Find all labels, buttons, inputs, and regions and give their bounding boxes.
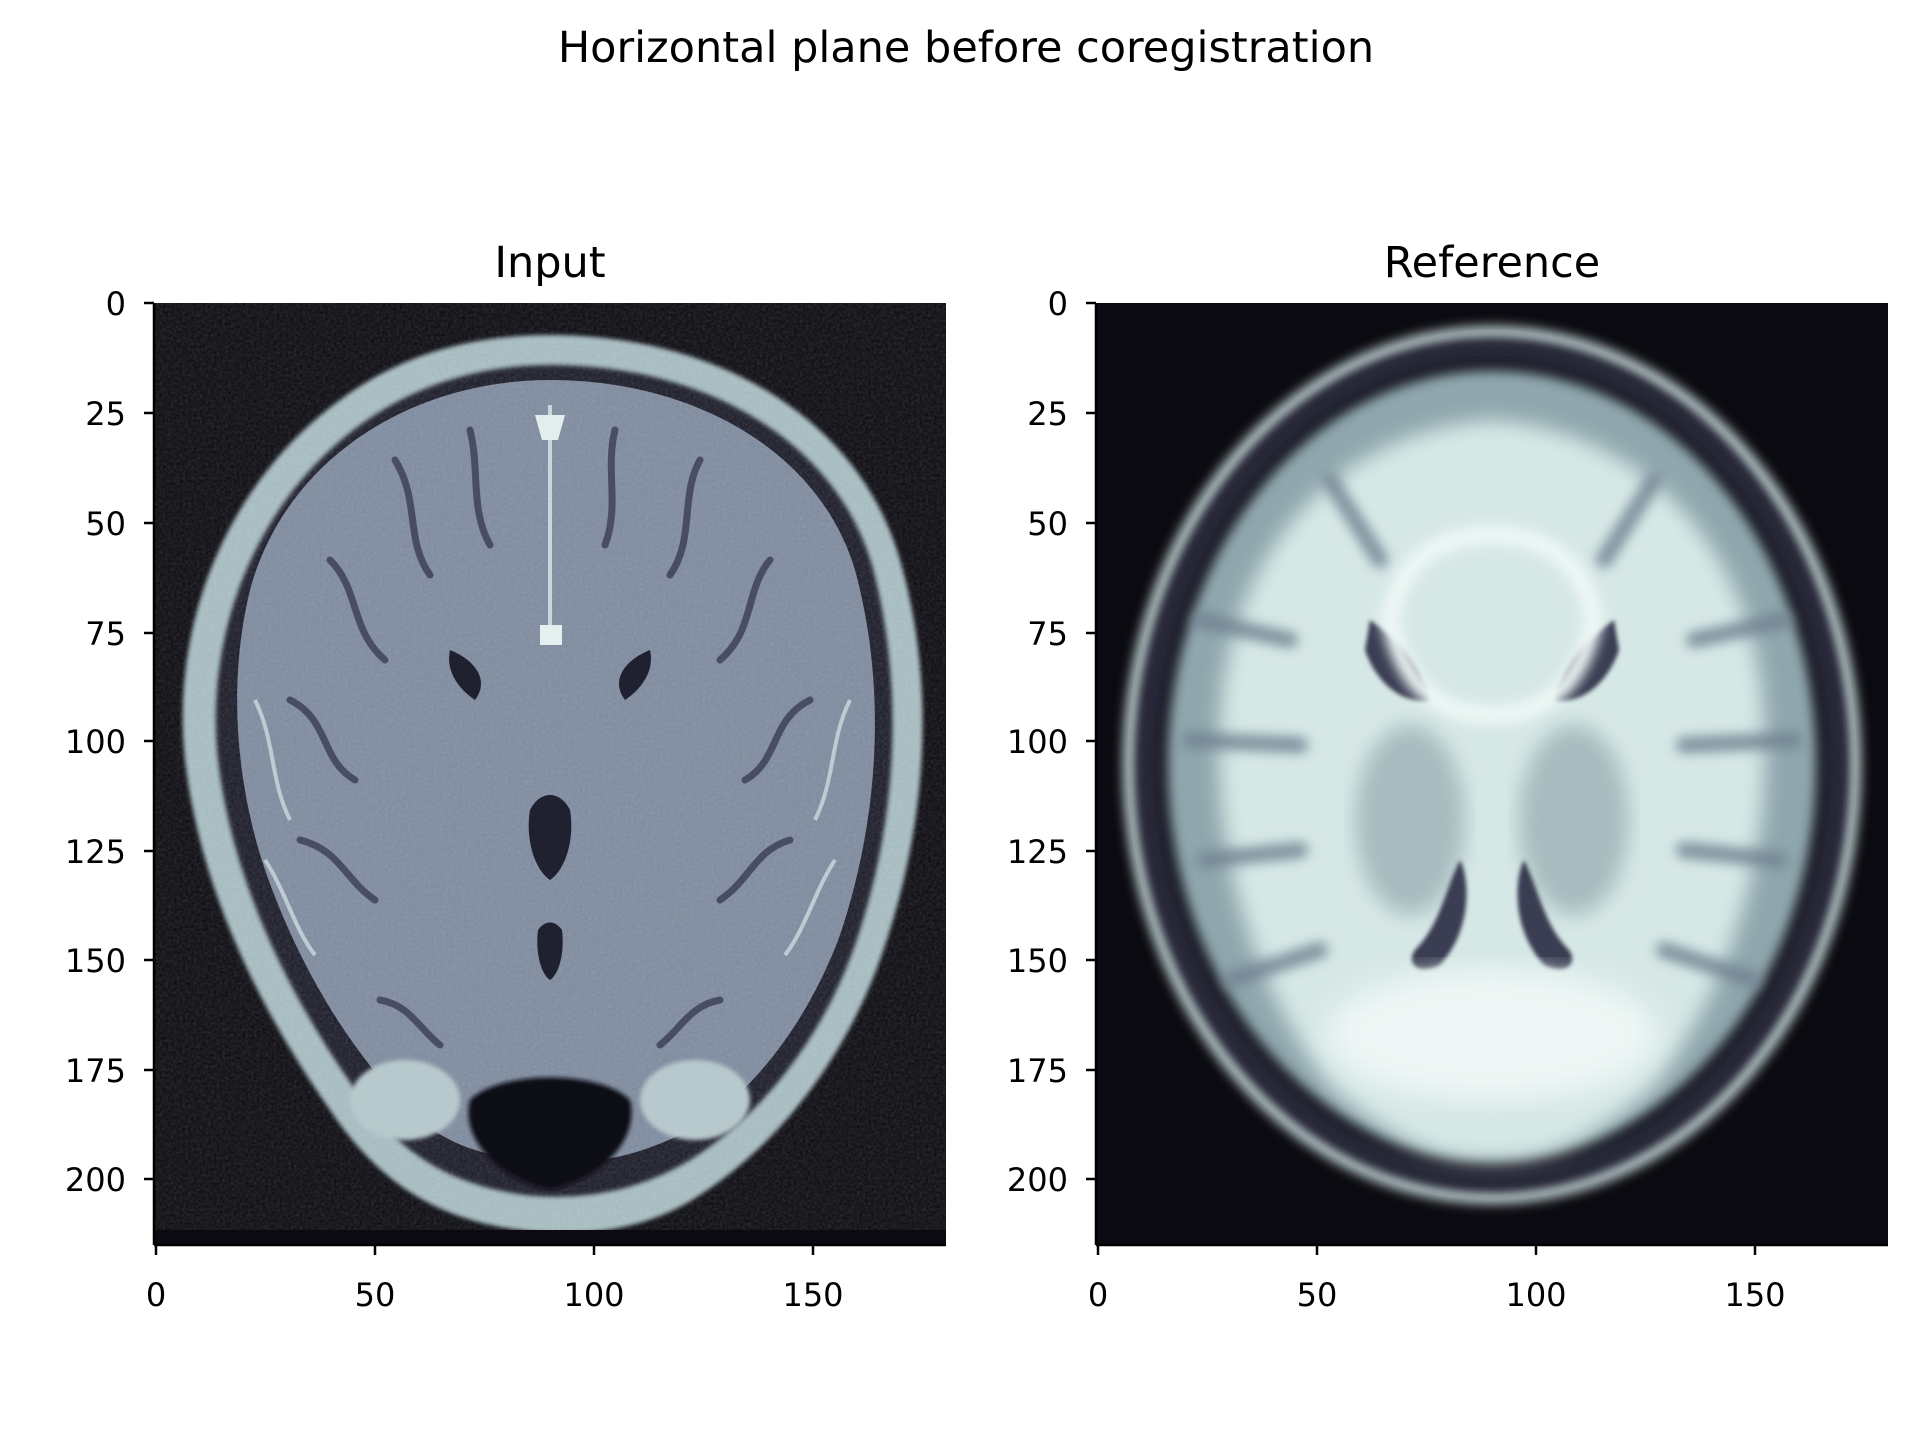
panel-input-title: Input xyxy=(494,238,605,288)
reference-ytick-label: 75 xyxy=(1027,615,1068,653)
input-ytick-label: 0 xyxy=(106,285,126,323)
reference-ytick-label: 200 xyxy=(1007,1161,1068,1199)
reference-ytick-label: 25 xyxy=(1027,395,1068,433)
input-ytick-label: 150 xyxy=(65,942,126,980)
reference-xtick-label: 0 xyxy=(1088,1276,1108,1314)
input-x-ticks: 0 50 100 150 xyxy=(146,1245,844,1314)
input-ytick-label: 50 xyxy=(85,505,126,543)
input-xtick-label: 50 xyxy=(355,1276,396,1314)
input-xtick-label: 100 xyxy=(563,1276,624,1314)
reference-y-ticks: 0 25 50 75 100 125 150 175 200 xyxy=(1007,285,1096,1199)
panel-reference: Reference xyxy=(1007,238,1888,1314)
reference-xtick-label: 100 xyxy=(1505,1276,1566,1314)
reference-ytick-label: 150 xyxy=(1007,942,1068,980)
panel-reference-title: Reference xyxy=(1384,238,1601,288)
input-ytick-label: 25 xyxy=(85,395,126,433)
input-mri-image xyxy=(154,303,946,1245)
figure-suptitle: Horizontal plane before coregistration xyxy=(558,23,1374,73)
input-ytick-label: 175 xyxy=(65,1052,126,1090)
reference-ytick-label: 100 xyxy=(1007,723,1068,761)
reference-ytick-label: 50 xyxy=(1027,505,1068,543)
reference-mri-image xyxy=(1096,303,1888,1245)
reference-ytick-label: 125 xyxy=(1007,833,1068,871)
panel-input: Input xyxy=(65,238,946,1314)
reference-x-ticks: 0 50 100 150 xyxy=(1088,1245,1786,1314)
input-ytick-label: 125 xyxy=(65,833,126,871)
reference-ytick-label: 0 xyxy=(1048,285,1068,323)
input-xtick-label: 0 xyxy=(146,1276,166,1314)
input-y-ticks: 0 25 50 75 100 125 150 175 200 xyxy=(65,285,154,1199)
reference-xtick-label: 50 xyxy=(1297,1276,1338,1314)
input-ytick-label: 75 xyxy=(85,615,126,653)
reference-ytick-label: 175 xyxy=(1007,1052,1068,1090)
input-xtick-label: 150 xyxy=(782,1276,843,1314)
reference-xtick-label: 150 xyxy=(1724,1276,1785,1314)
input-ytick-label: 100 xyxy=(65,723,126,761)
input-ytick-label: 200 xyxy=(65,1161,126,1199)
